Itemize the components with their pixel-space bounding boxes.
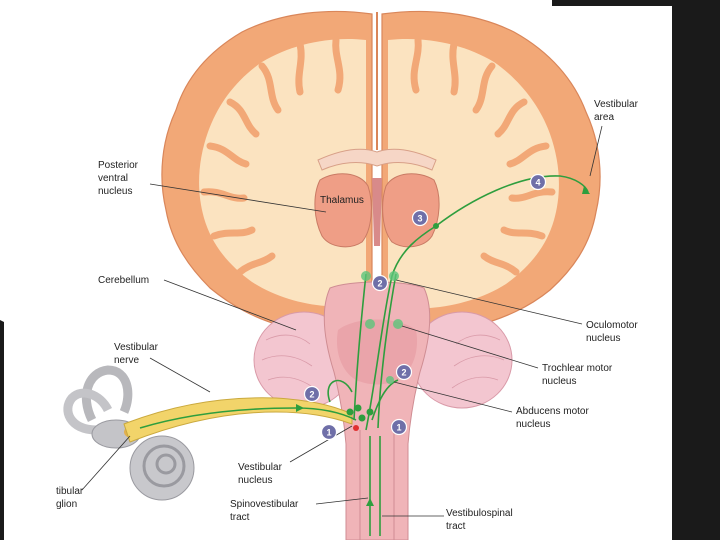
lead-spinovestibular xyxy=(315,497,369,505)
spinal-cord-stripes xyxy=(359,430,395,540)
svg-text:4: 4 xyxy=(535,178,540,188)
label-abducens-motor-nucleus: Abducens motor nucleus xyxy=(516,406,592,430)
svg-text:2: 2 xyxy=(401,368,406,378)
step-badges: 4 3 2 2 2 1 1 xyxy=(303,173,547,441)
badge-1-left: 1 xyxy=(320,423,338,441)
vestibular-pathways xyxy=(139,175,590,536)
semicircular-canal-side xyxy=(63,388,113,435)
diagram-labels: Vestibular area Posterior ventral nucleu… xyxy=(56,99,641,532)
lead-vestibular-area xyxy=(589,125,603,177)
label-vestibulospinal-tract: Vestibulospinal tract xyxy=(446,508,516,532)
to-cortex-pathway xyxy=(435,175,589,227)
cochlea-inner xyxy=(155,453,177,475)
vestibular-nucleus-dot-1 xyxy=(346,408,354,416)
label-spinovestibular-tract: Spinovestibular tract xyxy=(230,499,301,523)
vestibular-nucleus-dot-3 xyxy=(358,414,366,422)
thalamus xyxy=(314,173,440,248)
leader-lines xyxy=(81,125,603,517)
nerve-fiber xyxy=(139,407,357,429)
label-vestibular-ganglion: tibular glion xyxy=(56,486,86,510)
left-thalamus xyxy=(314,173,372,248)
lead-oculomotor xyxy=(395,279,583,325)
nerve-arrow xyxy=(296,404,304,412)
badge-2-top: 2 xyxy=(371,274,389,292)
semicircular-canal-top xyxy=(81,365,133,423)
svg-text:2: 2 xyxy=(309,390,314,400)
lead-ganglion xyxy=(81,435,131,491)
label-posterior-ventral-nucleus: Posterior ventral nucleus xyxy=(98,160,141,197)
cochlea-mid xyxy=(142,444,186,488)
corpus-callosum xyxy=(317,148,437,171)
label-trochlear-motor-nucleus: Trochlear motor nucleus xyxy=(542,363,615,387)
label-vestibular-nucleus: Vestibular nucleus xyxy=(238,462,285,486)
svg-text:3: 3 xyxy=(417,214,422,224)
lead-vestibular-nucleus xyxy=(289,425,353,463)
vestibular-nucleus-dot-2 xyxy=(354,404,362,412)
right-dark-frame xyxy=(552,0,720,540)
lead-vestibular-nerve xyxy=(149,357,211,393)
label-cerebellum: Cerebellum xyxy=(98,275,149,286)
vestibular-nucleus-red-dot xyxy=(353,425,359,431)
oculomotor-nucleus-dot-l xyxy=(361,271,371,281)
lead-abducens xyxy=(393,381,513,413)
svg-text:1: 1 xyxy=(396,423,401,433)
abducens-nucleus-dot xyxy=(386,376,394,384)
badge-2-left: 2 xyxy=(303,385,321,403)
cerebellar-loop xyxy=(327,379,353,403)
label-vestibular-area: Vestibular area xyxy=(594,99,641,123)
badge-4: 4 xyxy=(529,173,547,191)
badge-3: 3 xyxy=(411,209,429,227)
label-thalamus: Thalamus xyxy=(320,195,364,206)
thalamus-relay-dot xyxy=(433,223,439,229)
abducens-fiber xyxy=(371,379,399,421)
vestibular-nucleus-dot-4 xyxy=(366,408,374,416)
lead-cerebellum xyxy=(163,279,297,331)
badge-2-right: 2 xyxy=(395,363,413,381)
inner-ear xyxy=(63,365,195,501)
lead-posterior-ventral xyxy=(149,183,327,213)
left-dark-edge xyxy=(0,320,4,540)
badge-1-right: 1 xyxy=(390,418,408,436)
third-ventricle xyxy=(372,178,382,246)
cerebellar-folia xyxy=(261,334,505,389)
ascending-left xyxy=(353,273,367,421)
label-oculomotor-nucleus: Oculomotor nucleus xyxy=(586,320,640,344)
svg-text:2: 2 xyxy=(377,279,382,289)
lead-trochlear xyxy=(401,325,539,369)
trochlear-nucleus-dot-l xyxy=(365,319,375,329)
cerebrum xyxy=(161,10,601,329)
to-thalamus-pathway xyxy=(365,225,437,431)
label-vestibular-nerve: Vestibular nerve xyxy=(114,342,161,366)
cortex-arrow xyxy=(582,186,590,194)
ascending-arrow xyxy=(366,498,374,506)
right-thalamus xyxy=(382,173,440,248)
trochlear-nucleus-dot-r xyxy=(393,319,403,329)
svg-text:1: 1 xyxy=(326,428,331,438)
vestibular-nerve-bundle xyxy=(123,397,353,443)
oculomotor-nucleus-dot-r xyxy=(389,271,399,281)
ascending-right xyxy=(377,273,397,429)
